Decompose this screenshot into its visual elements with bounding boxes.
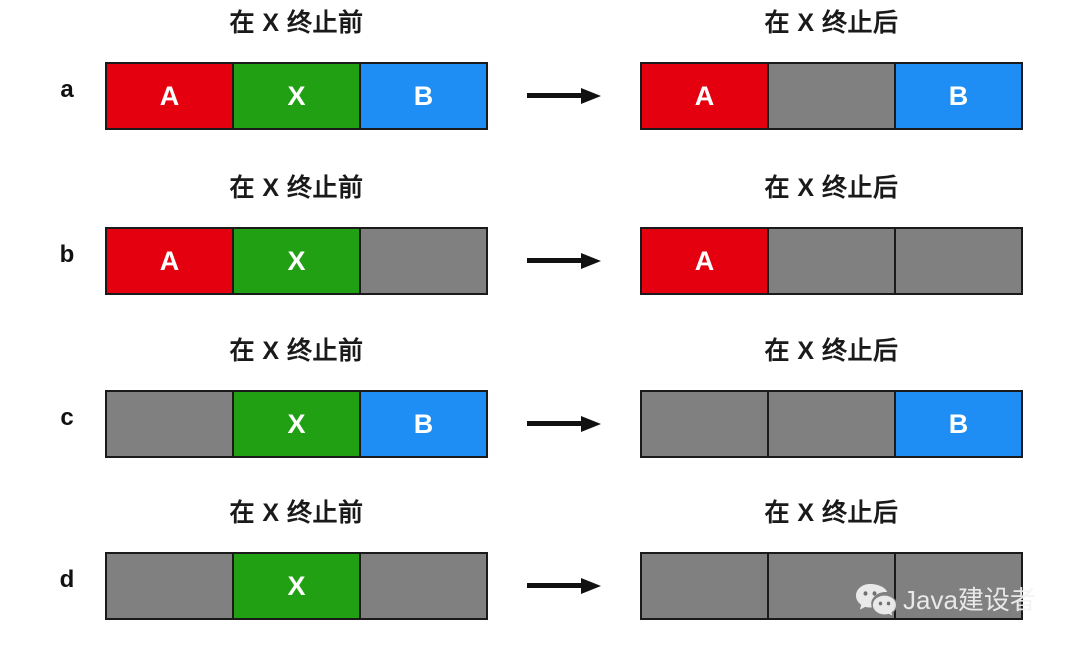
- cell-before-d-0: [107, 554, 234, 618]
- arrow-head: [581, 416, 601, 432]
- panel-title-before-d: 在 X 终止前: [229, 499, 364, 527]
- case-row-d: d 在 X 终止前 X 在 X 终止后: [0, 490, 1080, 655]
- cell-before-a-2: B: [361, 64, 486, 128]
- cell-after-c-1: [769, 392, 896, 456]
- cell-after-c-2: B: [896, 392, 1021, 456]
- arrow-head: [581, 578, 601, 594]
- cell-after-a-0: A: [642, 64, 769, 128]
- arrow-shaft: [527, 583, 585, 588]
- cell-before-c-1: X: [234, 392, 361, 456]
- cell-after-d-2: [896, 554, 1021, 618]
- arrow-shaft: [527, 93, 585, 98]
- case-label-d: d: [59, 566, 75, 593]
- case-label-a: a: [60, 76, 74, 103]
- panel-title-before-a: 在 X 终止前: [229, 9, 364, 37]
- cell-after-c-0: [642, 392, 769, 456]
- cell-before-a-1: X: [234, 64, 361, 128]
- arrow-shaft: [527, 258, 585, 263]
- cell-after-d-1: [769, 554, 896, 618]
- panel-title-after-c: 在 X 终止后: [764, 337, 899, 365]
- panel-title-after-b: 在 X 终止后: [764, 174, 899, 202]
- memory-strip-after-c: B: [640, 390, 1023, 458]
- panel-title-after-d: 在 X 终止后: [764, 499, 899, 527]
- cell-after-a-1: [769, 64, 896, 128]
- cell-before-d-1: X: [234, 554, 361, 618]
- cell-before-b-1: X: [234, 229, 361, 293]
- panel-title-before-c: 在 X 终止前: [229, 337, 364, 365]
- cell-before-b-0: A: [107, 229, 234, 293]
- panel-title-after-a: 在 X 终止后: [764, 9, 899, 37]
- arrow-shaft: [527, 421, 585, 426]
- arrow-head: [581, 88, 601, 104]
- cell-before-c-2: B: [361, 392, 486, 456]
- right-arrow-icon: [527, 253, 601, 269]
- cell-after-b-0: A: [642, 229, 769, 293]
- memory-strip-before-d: X: [105, 552, 488, 620]
- right-arrow-icon: [527, 578, 601, 594]
- case-label-c: c: [60, 404, 74, 431]
- cell-before-c-0: [107, 392, 234, 456]
- cell-after-b-2: [896, 229, 1021, 293]
- cell-after-a-2: B: [896, 64, 1021, 128]
- memory-strip-after-b: A: [640, 227, 1023, 295]
- cell-after-b-1: [769, 229, 896, 293]
- cell-after-d-0: [642, 554, 769, 618]
- memory-strip-after-d: [640, 552, 1023, 620]
- cell-before-b-2: [361, 229, 486, 293]
- right-arrow-icon: [527, 88, 601, 104]
- arrow-head: [581, 253, 601, 269]
- panel-title-before-b: 在 X 终止前: [229, 174, 364, 202]
- cell-before-d-2: [361, 554, 486, 618]
- cell-before-a-0: A: [107, 64, 234, 128]
- case-label-b: b: [59, 241, 75, 268]
- right-arrow-icon: [527, 416, 601, 432]
